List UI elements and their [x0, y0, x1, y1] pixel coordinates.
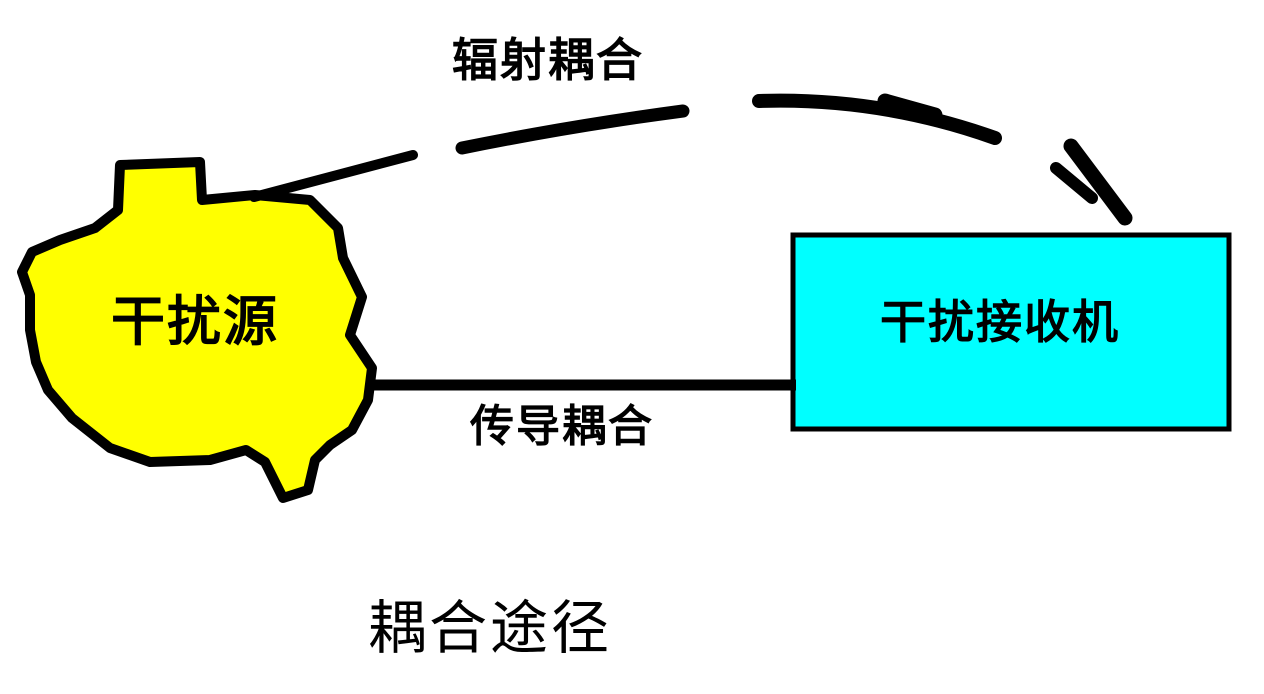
radiation-arc-dash-2	[455, 104, 690, 155]
radiation-coupling-label: 辐射耦合	[452, 33, 644, 87]
interference-source-shape	[17, 157, 377, 503]
radiation-arrowhead-icon	[1050, 138, 1133, 226]
radiation-arc-dash-1	[249, 150, 418, 202]
conduction-coupling-label: 传导耦合	[469, 401, 654, 452]
interference-receiver-box	[790, 232, 1232, 432]
radiation-arrowhead-barb-stroke	[1050, 162, 1098, 204]
radiation-arc-dash-3-bump	[877, 93, 943, 123]
radiation-arc-dash-3	[752, 93, 1002, 145]
diagram-caption: 耦合途径	[368, 594, 612, 662]
radiation-path-arc	[249, 93, 1133, 226]
interference-receiver-label: 干扰接收机	[880, 295, 1120, 349]
radiation-arrowhead-main-stroke	[1063, 138, 1133, 226]
interference-source-label: 干扰源	[111, 290, 279, 353]
